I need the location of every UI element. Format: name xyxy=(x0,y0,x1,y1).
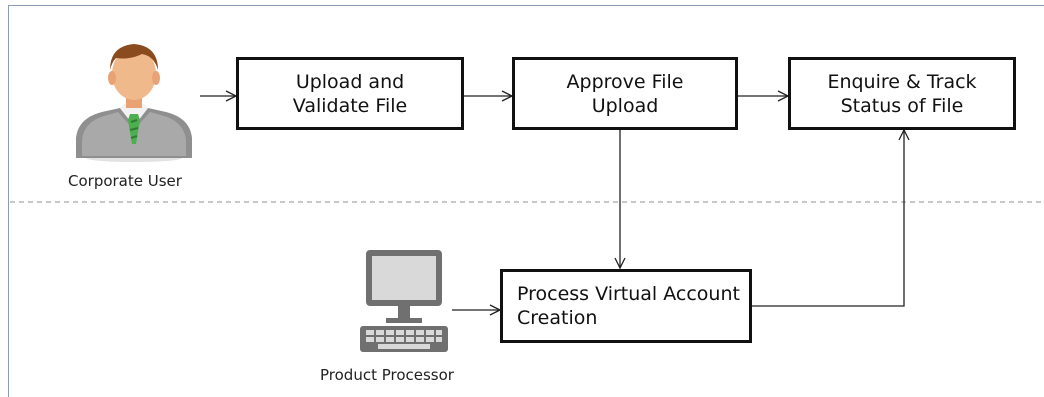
process-virtual-account-creation-step: Process Virtual Account Creation xyxy=(500,269,752,343)
arrow-process-to-enquire xyxy=(752,130,904,307)
desktop-computer-icon xyxy=(360,250,448,352)
approve-file-upload-step: Approve File Upload xyxy=(512,57,738,130)
user-avatar-icon xyxy=(68,30,200,164)
approve-line1: Approve File xyxy=(566,70,684,93)
enquire-line2: Status of File xyxy=(840,94,964,117)
enquire-track-status-step: Enquire & Track Status of File xyxy=(788,57,1016,130)
process-line1: Process Virtual Account xyxy=(517,283,740,305)
diagram-frame xyxy=(8,5,1044,397)
upload-validate-line1: Upload and xyxy=(295,70,405,93)
product-processor-label: Product Processor xyxy=(320,366,454,384)
upload-validate-line2: Validate File xyxy=(292,94,408,117)
upload-validate-file-step: Upload and Validate File xyxy=(236,57,464,130)
process-line2: Creation xyxy=(517,307,598,329)
approve-line2: Upload xyxy=(591,94,659,117)
corporate-user-label: Corporate User xyxy=(68,172,182,190)
enquire-line1: Enquire & Track xyxy=(827,70,977,93)
